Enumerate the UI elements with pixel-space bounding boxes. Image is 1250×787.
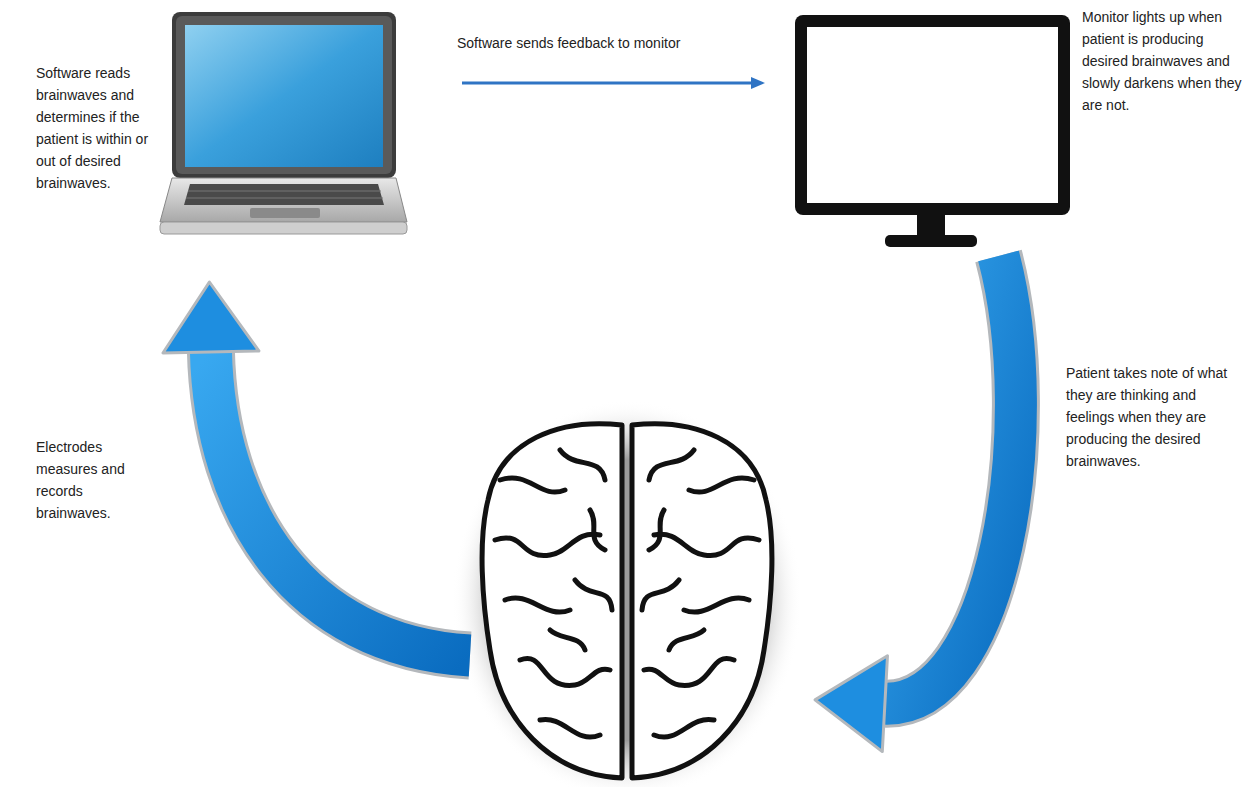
edge-label: Electrodes measures and records brainwav… — [36, 436, 154, 524]
description-text: Software reads brainwaves and determines… — [36, 62, 156, 194]
flow-arrow — [462, 77, 765, 89]
brain-node — [470, 415, 780, 785]
laptop-illustration — [160, 12, 407, 234]
brain-illustration — [452, 400, 802, 787]
edge-label: Software sends feedback to monitor — [457, 32, 747, 54]
laptop-node: Software reads brainwaves and determines… — [160, 12, 407, 238]
monitor-node: Monitor lights up when patient is produc… — [795, 12, 1070, 248]
edge-label: Patient takes note of what they are thin… — [1066, 362, 1246, 472]
monitor-illustration — [795, 15, 1070, 247]
description-text: Monitor lights up when patient is produc… — [1082, 6, 1244, 116]
flow-arrow — [815, 256, 1016, 752]
flow-arrow — [163, 282, 470, 656]
